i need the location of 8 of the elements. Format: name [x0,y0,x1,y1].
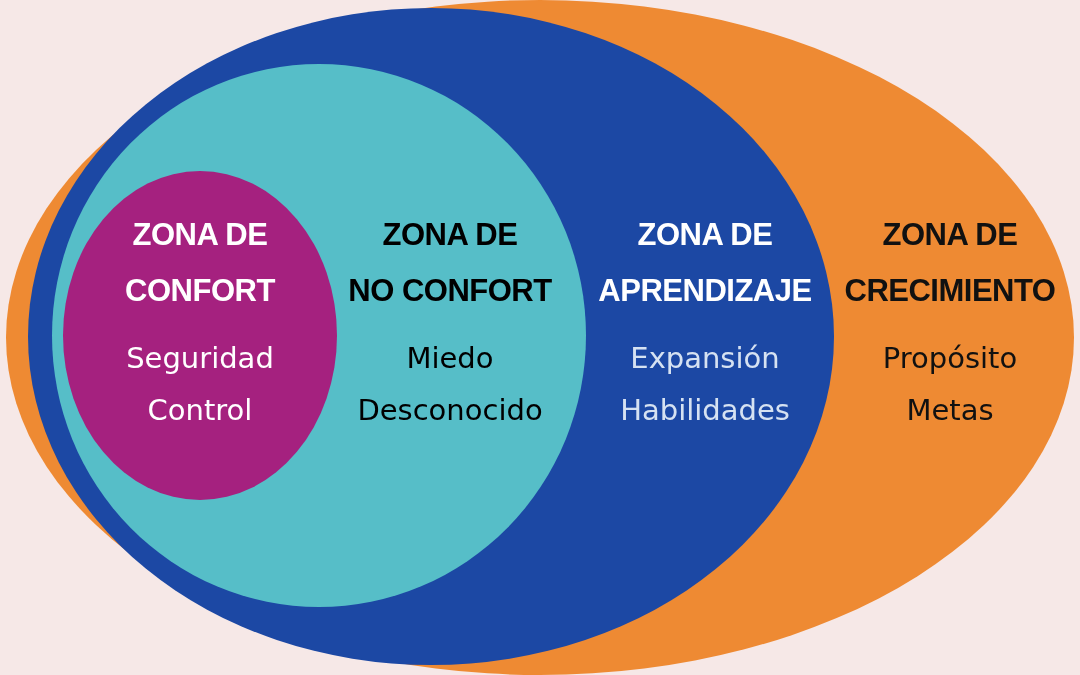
zone-title: ZONA DE APRENDIZAJE [598,216,812,310]
zone-title: ZONA DE CRECIMIENTO [844,216,1056,310]
zone-keywords: Seguridad Control [126,340,274,429]
zone-keywords: Propósito Metas [882,340,1018,429]
zone-keywords: Miedo Desconocido [357,340,543,429]
zone-keywords: Expansión Habilidades [620,340,790,429]
zone-title: ZONA DE NO CONFORT [348,216,552,310]
zone-title: ZONA DE CONFORT [125,216,275,310]
